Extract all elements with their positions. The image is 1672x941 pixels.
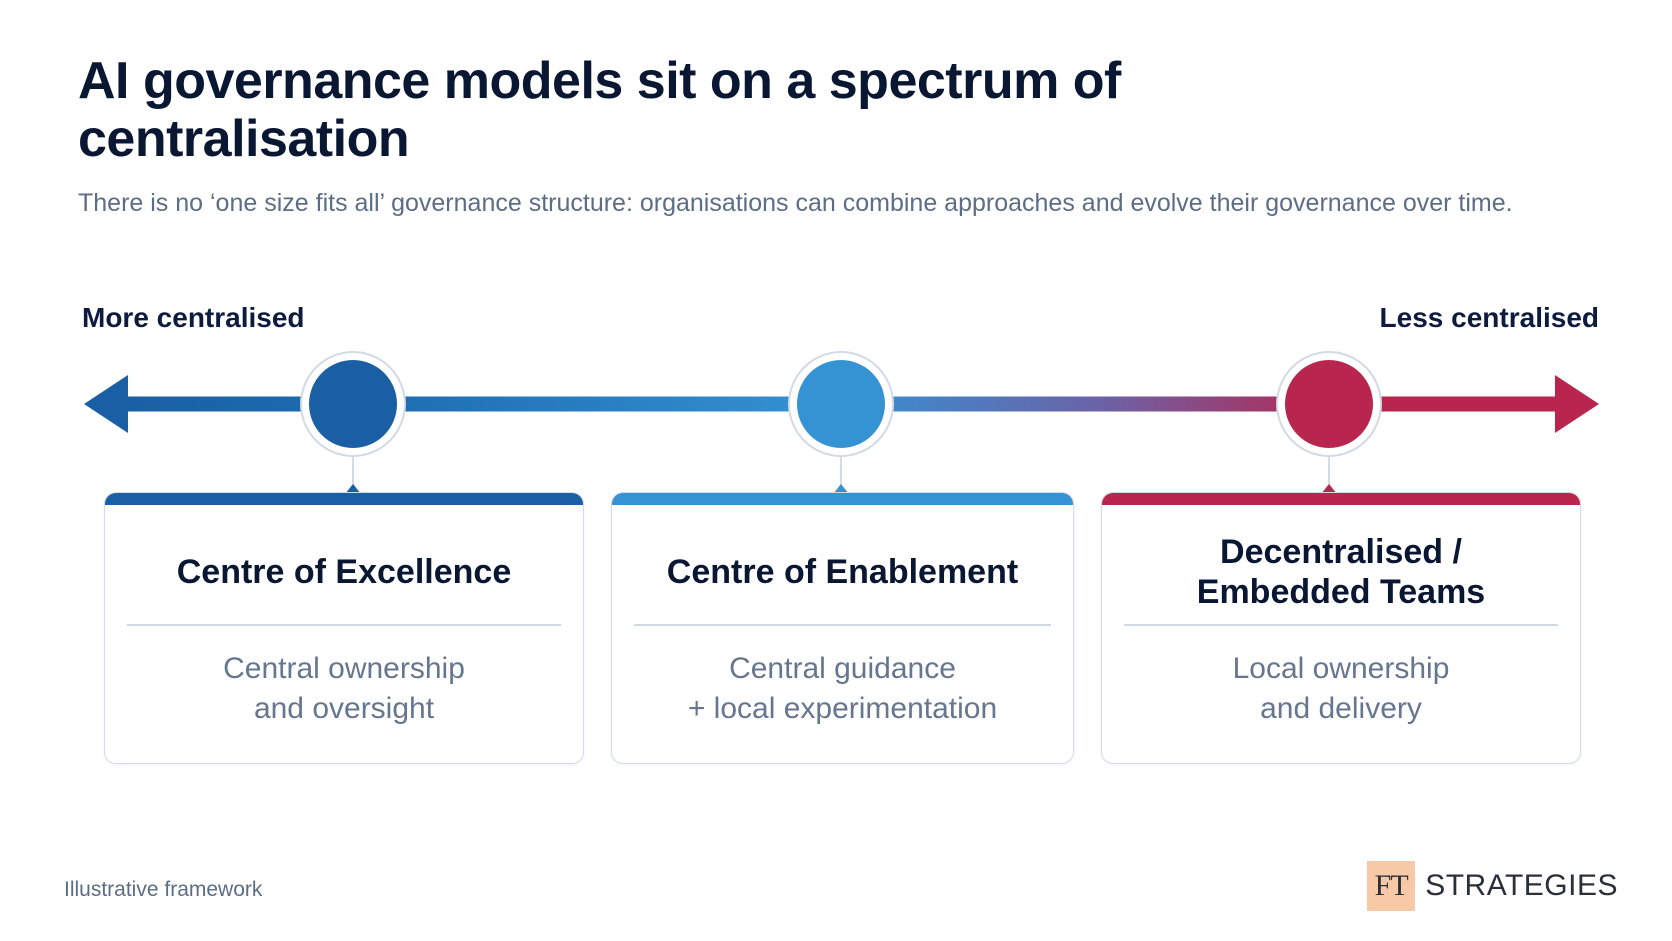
card-accent-bar xyxy=(612,493,1073,505)
node-halo-1 xyxy=(300,351,406,457)
node-halo-2 xyxy=(788,351,894,457)
node-centre-of-excellence xyxy=(309,360,397,448)
card-description: Central ownership and oversight xyxy=(223,652,465,725)
node-centre-of-enablement xyxy=(797,360,885,448)
page-title: AI governance models sit on a spectrum o… xyxy=(78,52,1121,168)
card-decentralised-embedded-teams: Decentralised / Embedded Teams Local own… xyxy=(1101,492,1581,764)
ft-logo-mark: FT xyxy=(1367,861,1416,911)
page-subtitle: There is no ‘one size fits all’ governan… xyxy=(78,189,1513,217)
card-title: Centre of Enablement xyxy=(666,553,1019,591)
node-halo-3 xyxy=(1276,351,1382,457)
card-centre-of-enablement: Centre of Enablement Central guidance + … xyxy=(611,492,1074,764)
ft-strategies-logo: FT STRATEGIES xyxy=(1367,861,1618,911)
card-title: Centre of Excellence xyxy=(176,553,512,591)
card-accent-bar xyxy=(105,493,583,505)
node-decentralised-teams xyxy=(1285,360,1373,448)
footnote: Illustrative framework xyxy=(64,878,263,901)
brand-name: STRATEGIES xyxy=(1425,869,1618,902)
less-centralised-label: Less centralised xyxy=(1379,302,1599,333)
right-arrowhead xyxy=(1555,375,1599,433)
card-centre-of-excellence: Centre of Excellence Central ownership a… xyxy=(104,492,584,764)
more-centralised-label: More centralised xyxy=(82,302,305,333)
card-divider xyxy=(127,624,561,626)
card-description: Local ownership and delivery xyxy=(1232,652,1450,725)
left-arrowhead xyxy=(84,375,128,433)
card-divider xyxy=(1124,624,1558,626)
card-accent-bar xyxy=(1102,493,1580,505)
card-description: Central guidance + local experimentation xyxy=(687,652,998,725)
card-title: Decentralised / Embedded Teams xyxy=(1196,533,1486,611)
card-divider xyxy=(634,624,1051,626)
